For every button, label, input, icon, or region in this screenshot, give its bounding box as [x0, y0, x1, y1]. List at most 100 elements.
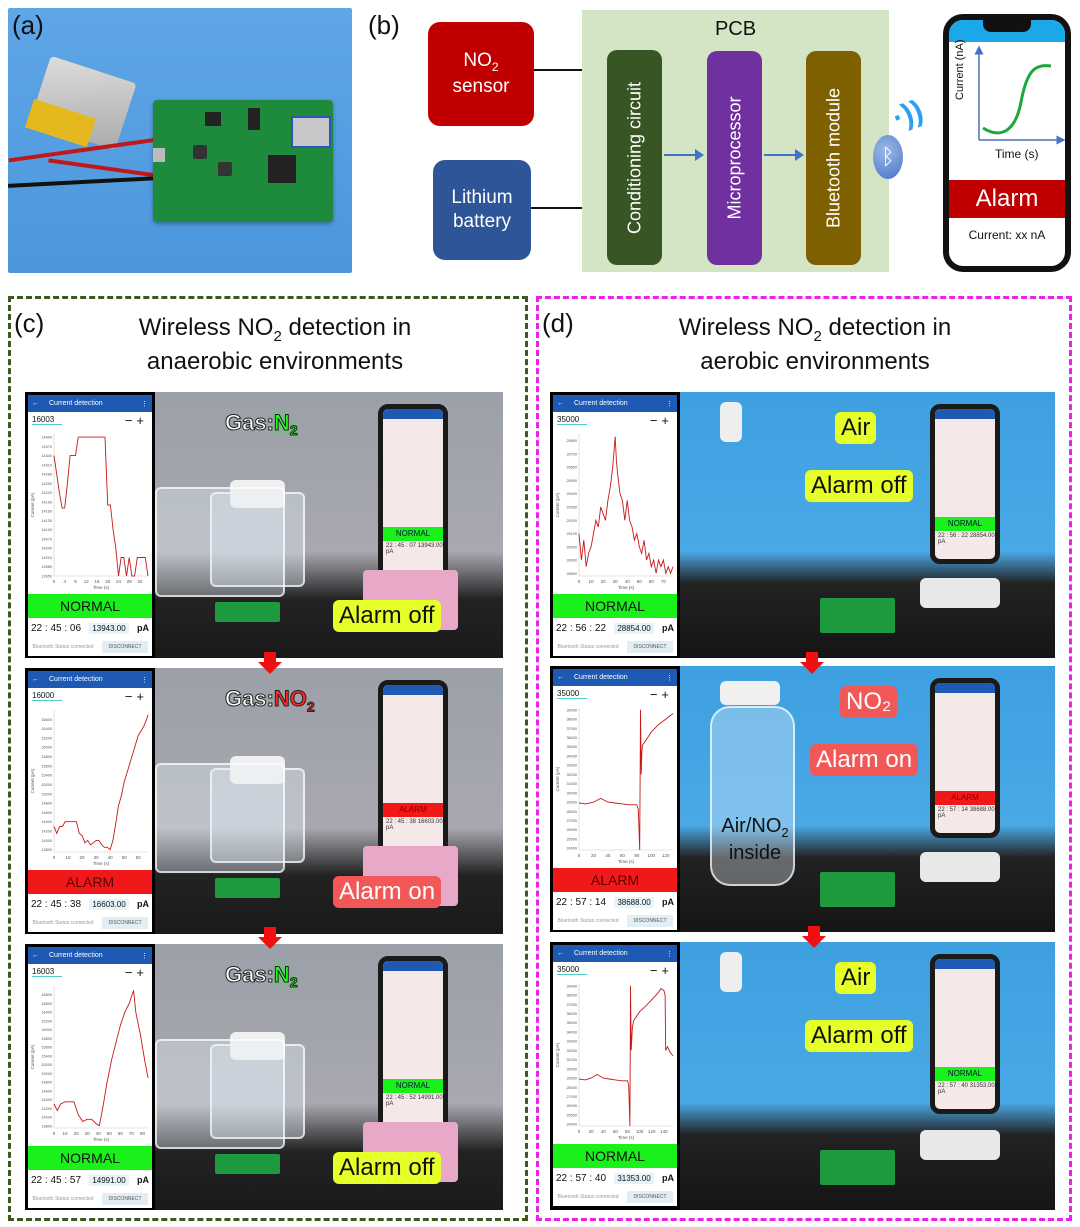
x-tick-label: 80	[140, 1131, 146, 1136]
threshold-control: 35000 −+	[553, 412, 677, 428]
disconnect-button[interactable]: DISCONNECT	[102, 1193, 148, 1205]
y-tick-label: 15000	[41, 792, 52, 796]
mini-status-banner: ALARM	[935, 791, 995, 805]
x-tick-label: 50	[637, 579, 643, 584]
back-arrow-icon[interactable]: ←	[557, 950, 564, 957]
gas-label: Gas:N2	[225, 962, 299, 991]
app-header: ← Current detection ⋮	[28, 671, 152, 688]
minus-icon[interactable]: −	[124, 688, 137, 704]
plus-icon[interactable]: +	[136, 412, 148, 428]
mini-status-banner: NORMAL	[935, 1067, 995, 1081]
plus-icon[interactable]: +	[136, 964, 148, 980]
y-tick-label: 15200	[41, 783, 52, 787]
back-arrow-icon[interactable]: ←	[32, 400, 39, 407]
back-arrow-icon[interactable]: ←	[557, 400, 564, 407]
mini-app-header	[935, 959, 995, 969]
y-axis-label: Current (pA)	[30, 768, 35, 793]
current-series-line	[578, 985, 674, 1127]
pcb-in-photo	[215, 1154, 280, 1174]
more-menu-icon[interactable]: ⋮	[666, 950, 673, 958]
plus-icon[interactable]: +	[661, 412, 673, 428]
x-tick-label: 10	[589, 579, 595, 584]
y-tick-label: 29600	[566, 466, 577, 470]
threshold-stepper[interactable]: −+	[650, 687, 673, 702]
y-tick-label: 14400	[41, 1098, 52, 1102]
gas-tag: Air	[835, 962, 877, 994]
title-text: detection in	[821, 314, 952, 341]
disconnect-button[interactable]: DISCONNECT	[627, 641, 673, 653]
back-arrow-icon[interactable]: ←	[32, 952, 39, 959]
app-title: Current detection	[574, 674, 628, 681]
app-title: Current detection	[49, 400, 103, 407]
pcb-block: PCB Conditioning circuit Microprocessor …	[582, 10, 889, 272]
timestamp: 22 : 56 : 22	[556, 622, 607, 634]
title-text: Wireless NO	[678, 314, 814, 341]
block-label: Conditioning circuit	[624, 81, 644, 234]
disconnect-button[interactable]: DISCONNECT	[102, 917, 148, 929]
threshold-input[interactable]: 35000	[557, 965, 587, 975]
minus-icon[interactable]: −	[649, 686, 662, 702]
threshold-stepper[interactable]: −+	[125, 413, 148, 428]
status-banner: ALARM	[553, 868, 677, 892]
pcb-photo	[8, 8, 352, 273]
x-tick-label: 20	[74, 1131, 80, 1136]
y-tick-label: 29300	[566, 505, 577, 509]
x-tick-label: 30	[613, 579, 619, 584]
disconnect-button[interactable]: DISCONNECT	[627, 1191, 673, 1203]
disconnect-button[interactable]: DISCONNECT	[102, 641, 148, 653]
threshold-input[interactable]: 16003	[32, 967, 62, 977]
down-arrow-icon	[258, 927, 282, 949]
y-tick-label: 14310	[41, 463, 52, 467]
y-tick-label: 29400	[566, 492, 577, 496]
threshold-stepper[interactable]: −+	[125, 965, 148, 980]
y-tick-label: 28000	[566, 810, 577, 814]
pcb-in-photo	[215, 878, 280, 898]
plus-icon[interactable]: +	[136, 688, 148, 704]
threshold-input[interactable]: 16000	[32, 691, 62, 701]
minus-icon[interactable]: −	[649, 962, 662, 978]
threshold-input[interactable]: 35000	[557, 415, 587, 425]
x-tick-label: 60	[620, 853, 626, 858]
threshold-stepper[interactable]: −+	[650, 963, 673, 978]
acrylic-box	[155, 763, 285, 873]
y-tick-label: 15400	[41, 1054, 52, 1058]
y-axis-label: Current (nA)	[954, 39, 966, 100]
more-menu-icon[interactable]: ⋮	[666, 400, 673, 408]
disconnect-button[interactable]: DISCONNECT	[627, 915, 673, 927]
x-tick-label: 0	[53, 855, 56, 860]
current-chart: 1380014000142001440014600148001500015200…	[30, 710, 149, 866]
minus-icon[interactable]: −	[124, 964, 137, 980]
back-arrow-icon[interactable]: ←	[557, 674, 564, 681]
mini-status-banner: NORMAL	[935, 517, 995, 531]
mini-status-banner: NORMAL	[383, 527, 443, 541]
x-tick-label: 20	[105, 579, 111, 584]
y-tick-label: 26000	[566, 1104, 577, 1108]
more-menu-icon[interactable]: ⋮	[141, 952, 148, 960]
app-title: Current detection	[574, 950, 628, 957]
y-tick-label: 14200	[41, 830, 52, 834]
y-tick-label: 14400	[41, 820, 52, 824]
plus-icon[interactable]: +	[661, 962, 673, 978]
plus-icon[interactable]: +	[661, 686, 673, 702]
timestamp: 22 : 57 : 40	[556, 1172, 607, 1184]
back-arrow-icon[interactable]: ←	[32, 676, 39, 683]
mini-status-banner: ALARM	[383, 803, 443, 817]
mini-readout: 22 : 45 : 07 13943.00 pA	[386, 543, 443, 555]
panel-d-title: Wireless NO2 detection in aerobic enviro…	[600, 312, 1030, 377]
y-tick-label: 24000	[566, 1123, 577, 1127]
current-value: 13943.00	[89, 622, 129, 634]
minus-icon[interactable]: −	[124, 412, 137, 428]
minus-icon[interactable]: −	[649, 412, 662, 428]
more-menu-icon[interactable]: ⋮	[666, 674, 673, 682]
y-tick-label: 38000	[566, 994, 577, 998]
threshold-input[interactable]: 35000	[557, 689, 587, 699]
x-tick-label: 10	[66, 855, 72, 860]
y-tick-label: 14000	[41, 1116, 52, 1120]
threshold-stepper[interactable]: −+	[125, 689, 148, 704]
more-menu-icon[interactable]: ⋮	[141, 400, 148, 408]
more-menu-icon[interactable]: ⋮	[141, 676, 148, 684]
threshold-stepper[interactable]: −+	[650, 413, 673, 428]
threshold-input[interactable]: 16003	[32, 415, 62, 425]
